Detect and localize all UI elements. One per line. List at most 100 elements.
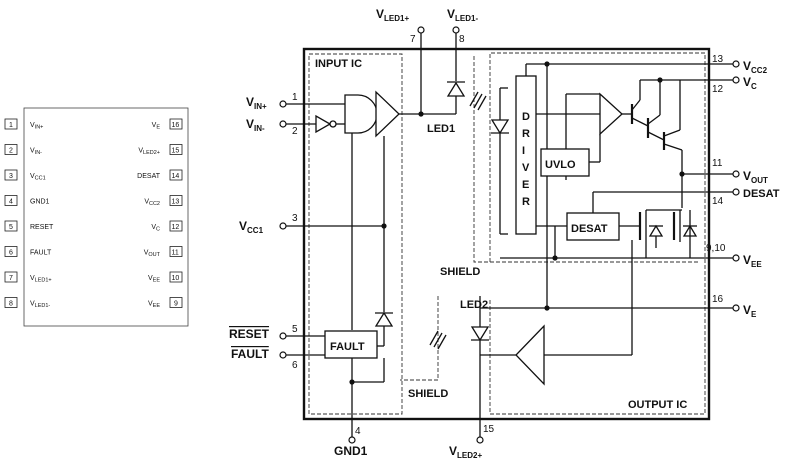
led2-light-arrows	[429, 330, 447, 350]
package-pin-9: 9 VEE	[148, 297, 183, 310]
reset-label: RESET	[229, 327, 270, 341]
pin-name: VEE	[148, 301, 160, 310]
package-outline	[23, 107, 189, 327]
pin-name: VIN-	[30, 148, 42, 157]
output-mosfets	[619, 209, 698, 258]
vin-minus-terminal	[279, 120, 287, 128]
vled2-plus-terminal	[476, 436, 484, 444]
desat-pin: 14 DESAT	[712, 188, 780, 207]
fault-block-label: FAULT	[330, 341, 365, 353]
vcc2-terminal	[732, 60, 740, 68]
fault-block	[324, 330, 378, 359]
led1-diode	[446, 81, 466, 97]
vled1-plus-number: 7	[410, 34, 416, 45]
pin-name: VCC2	[144, 199, 160, 208]
vcc2-number: 13	[712, 54, 724, 65]
vin-plus-pin: VIN+ 1	[246, 92, 298, 111]
vc-pin: 12 VC	[712, 75, 757, 95]
input-ic-region	[308, 53, 403, 415]
lower-shield-label: SHIELD	[408, 388, 448, 400]
input-fault-diode	[374, 311, 394, 347]
vee-label: VEE	[743, 253, 762, 269]
pin-name: VLED1+	[30, 275, 52, 284]
vee-terminal	[732, 254, 740, 262]
pin-number: 13	[172, 199, 180, 206]
output-amplifier	[599, 92, 623, 136]
desat-block-label: DESAT	[571, 223, 608, 235]
pin-number: 11	[172, 250, 179, 257]
vcc2-label: VCC2	[743, 59, 768, 75]
package-pin-13: 13 VCC2	[144, 195, 183, 208]
pin-number: 16	[172, 122, 180, 129]
vee-pin: 9,10 VEE	[706, 243, 762, 269]
pin-number: 5	[9, 224, 13, 231]
ve-number: 16	[712, 294, 724, 305]
pin-number: 7	[9, 275, 13, 282]
vout-terminal	[732, 170, 740, 178]
photodiode-receiver	[490, 87, 510, 235]
vled2-plus-label: VLED2+	[449, 444, 482, 460]
package-pin-7: 7 VLED1+	[4, 271, 52, 284]
pin-number-box	[4, 195, 18, 206]
vled2-plus-number: 15	[483, 424, 495, 435]
pin-number: 15	[172, 148, 180, 155]
output-ic-label: OUTPUT IC	[628, 399, 687, 411]
vee-number: 9,10	[706, 243, 726, 254]
vled1-plus-label: VLED1+	[376, 7, 409, 23]
pin-name: DESAT	[137, 173, 161, 180]
desat-terminal	[732, 188, 740, 196]
pin-number-box	[4, 118, 18, 130]
vled2-plus-pin: 15 VLED2+	[449, 424, 495, 460]
led2-diode	[470, 326, 490, 342]
vout-label: VOUT	[743, 169, 768, 185]
pin-number-box	[4, 144, 18, 155]
vled1-minus-pin: VLED1- 8	[447, 7, 478, 45]
darlington-transistors	[630, 99, 683, 151]
vin-minus-number: 2	[292, 126, 298, 137]
vout-pin: 11 VOUT	[712, 158, 768, 185]
vled1-plus-terminal	[417, 26, 425, 34]
vcc2-pin: 13 VCC2	[712, 54, 768, 75]
upper-shield	[473, 56, 700, 263]
pin-number: 10	[172, 275, 180, 282]
pin-name: VE	[152, 122, 161, 131]
vin-plus-terminal	[279, 100, 287, 108]
right-pin-column: 16VE15VLED2+14DESAT13VCC212VC11VOUT10VEE…	[137, 118, 183, 310]
pin-name: GND1	[30, 199, 50, 206]
upper-shield-label: SHIELD	[440, 266, 480, 278]
led-buffer	[375, 90, 400, 138]
vcc1-pin: VCC1 3	[239, 213, 298, 235]
led1-light-arrows	[469, 91, 487, 111]
fault-pin: FAULT 6	[231, 347, 298, 371]
led2-buffer	[515, 324, 545, 386]
vled1-plus-pin: VLED1+ 7	[376, 7, 425, 45]
vin-plus-label: VIN+	[246, 95, 267, 111]
vin-minus-label: VIN-	[246, 117, 265, 133]
pin-number: 1	[9, 122, 13, 129]
vc-number: 12	[712, 84, 724, 95]
pin-number-box	[169, 271, 183, 283]
ic-package-frame	[302, 47, 711, 421]
pin-number: 9	[174, 301, 178, 308]
ve-label: VE	[743, 303, 757, 319]
pin-name: VLED1-	[30, 301, 50, 310]
input-ic-label: INPUT IC	[315, 58, 362, 70]
reset-terminal	[279, 332, 287, 340]
vcc1-terminal	[279, 222, 287, 230]
block-diagram: INPUT IC OUTPUT IC SHIELD SHIELD VIN+ 1 …	[229, 7, 780, 460]
led1-label: LED1	[427, 123, 455, 135]
vin-minus-pin: VIN- 2	[246, 117, 298, 137]
gnd1-pin: 4 GND1	[334, 426, 368, 458]
vcc1-number: 3	[292, 213, 298, 224]
pin-number-box	[4, 297, 18, 308]
uvlo-block	[540, 148, 590, 177]
pin-name: RESET	[30, 224, 54, 231]
pin-number: 6	[9, 250, 13, 257]
ve-pin: 16 VE	[712, 294, 757, 319]
